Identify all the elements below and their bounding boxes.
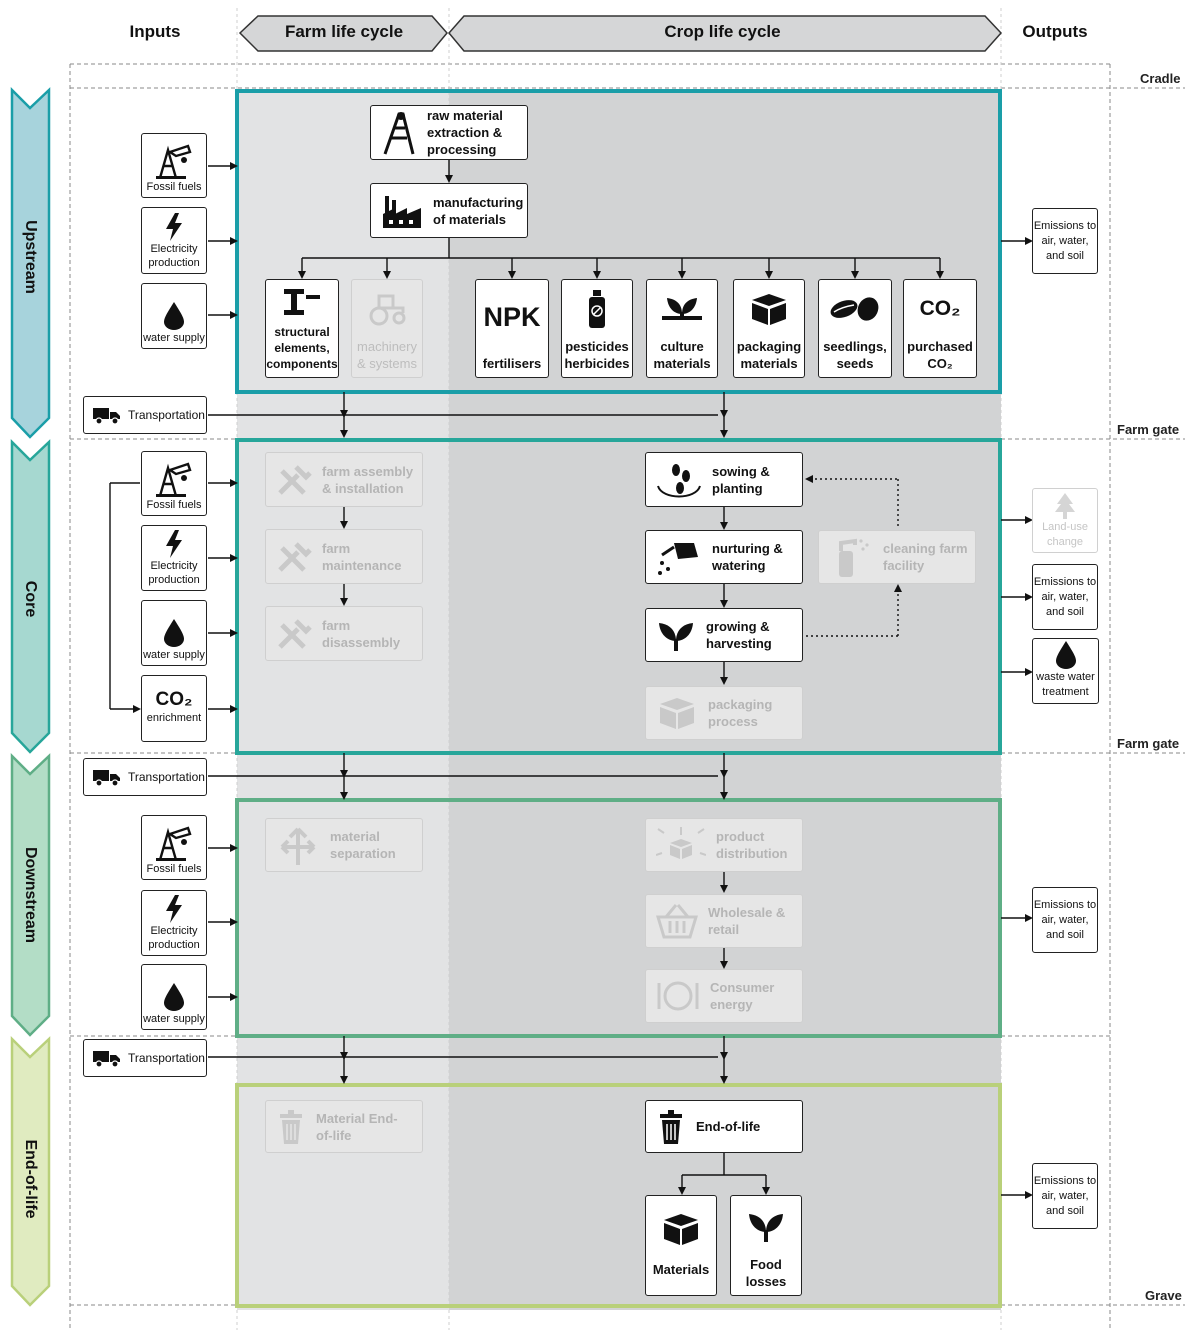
process-sowing-planting: sowing & planting [645,452,803,507]
tools-icon [276,540,312,574]
tools-icon [276,463,312,497]
gate-cradle: Cradle [1140,71,1181,86]
input-fossil-fuels: Fossil fuels [141,133,207,198]
oil-pump-icon [154,460,194,498]
output-waste-water-treatment: waste water treatment [1032,638,1099,704]
input-transportation-1: Transportation [83,396,207,434]
item-structural-elements: structural elements, components [265,279,339,378]
lightning-icon [163,529,185,559]
npk-icon: NPK [483,302,541,332]
process-material-end-of-life: Material End-of-life [265,1100,423,1153]
distribution-icon [656,825,706,865]
factory-icon [381,192,423,230]
item-machinery-systems: machinery & systems [351,279,423,378]
output-land-use-change: Land-use change [1032,488,1098,553]
truck-icon [92,767,122,787]
stage-upstream: Upstream [22,220,39,294]
seeds-icon [828,280,882,338]
stage-core: Core [22,580,39,618]
box-icon [656,696,698,730]
item-materials: Materials [645,1195,717,1296]
process-consumer-energy: Consumer energy [645,969,803,1023]
tractor-icon [367,280,407,338]
tree-icon [1053,492,1077,520]
spray-can-icon [586,280,608,338]
process-nurturing-watering: nurturing & watering [645,530,803,584]
item-purchased-co2: CO₂ purchased CO₂ [903,279,977,378]
trash-icon [276,1109,306,1144]
input-electricity: Electricity production [141,525,207,591]
water-drop-icon [162,301,186,331]
output-emissions-upstream: Emissions to air, water, and soil [1032,208,1098,274]
input-electricity: Electricity production [141,890,207,956]
beam-icon [282,280,322,324]
process-raw-material: raw material extraction & processing [370,105,528,160]
stage-end-of-life: End-of-life [22,1139,39,1219]
trash-icon [656,1109,686,1144]
process-wholesale-retail: Wholesale & retail [645,894,803,948]
header-inputs: Inputs [129,22,181,41]
box-icon [748,280,790,338]
split-arrow-icon [276,825,320,865]
process-growing-harvesting: growing & harvesting [645,608,803,662]
lightning-icon [163,212,185,242]
header-crop-life-cycle: Crop life cycle [664,22,781,41]
water-drop-icon [1054,640,1078,670]
gate-farm-gate-2: Farm gate [1117,736,1180,751]
input-water: water supply [141,600,207,666]
stage-downstream: Downstream [22,846,39,944]
water-drop-icon [162,982,186,1012]
output-emissions-end-of-life: Emissions to air, water, and soil [1032,1163,1098,1229]
input-co2-enrichment: CO₂ enrichment [141,675,207,742]
box-icon [660,1196,702,1261]
basket-icon [656,903,698,939]
process-material-separation: material separation [265,818,423,872]
watering-can-icon [656,537,702,577]
input-transportation-3: Transportation [83,1039,207,1077]
process-cleaning-farm-facility: cleaning farm facility [818,530,976,584]
input-water: water supply [141,283,207,349]
process-farm-maintenance: farm maintenance [265,529,423,584]
process-farm-disassembly: farm disassembly [265,606,423,661]
water-drop-icon [162,618,186,648]
leaf-icon [656,617,696,653]
sprout-icon [660,280,704,338]
process-end-of-life: End-of-life [645,1100,803,1153]
truck-icon [92,1048,122,1068]
process-manufacturing: manufacturing of materials [370,183,528,238]
input-fossil-fuels: Fossil fuels [141,451,207,516]
co2-icon: CO₂ [919,297,961,320]
process-product-distribution: product distribution [645,818,803,872]
mine-tower-icon [381,110,417,156]
oil-pump-icon [154,824,194,862]
leaf-icon [746,1196,786,1256]
gate-grave: Grave [1145,1288,1182,1303]
item-food-losses: Food losses [730,1195,802,1296]
input-transportation-2: Transportation [83,758,207,796]
process-farm-assembly: farm assembly & installation [265,452,423,507]
tools-icon [276,617,312,651]
header-outputs: Outputs [1022,22,1088,41]
truck-icon [92,405,122,425]
output-emissions-downstream: Emissions to air, water, and soil [1032,887,1098,953]
gate-farm-gate-1: Farm gate [1117,422,1180,437]
sowing-icon [656,460,702,500]
input-electricity: Electricity production [141,207,207,274]
plate-icon [656,979,700,1013]
input-fossil-fuels: Fossil fuels [141,815,207,880]
output-emissions-core: Emissions to air, water, and soil [1032,564,1098,630]
item-fertilisers: NPK fertilisers [475,279,549,378]
oil-pump-icon [154,142,194,180]
spray-bottle-icon [829,535,873,579]
co2-icon: CO₂ [155,689,193,710]
item-pesticides-herbicides: pesticides herbicides [561,279,633,378]
lightning-icon [163,894,185,924]
item-culture-materials: culture materials [646,279,718,378]
header-farm-life-cycle: Farm life cycle [284,22,404,41]
input-water: water supply [141,964,207,1030]
item-packaging-materials: packaging materials [733,279,805,378]
item-seedlings-seeds: seedlings, seeds [818,279,892,378]
process-packaging: packaging process [645,686,803,740]
